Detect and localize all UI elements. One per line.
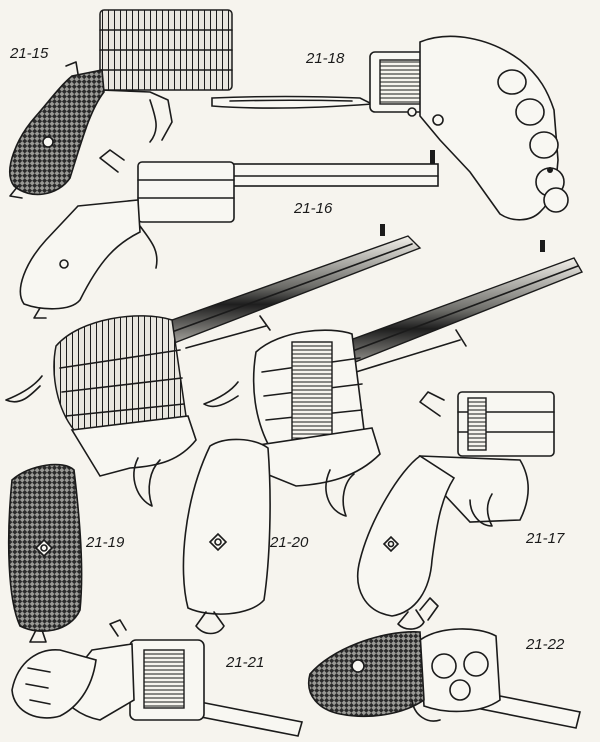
figure-label-21-20: 21-20 — [270, 534, 309, 551]
figure-label-21-21: 21-21 — [226, 654, 265, 671]
revolver-21-18 — [211, 35, 569, 221]
revolver-21-20 — [182, 240, 584, 635]
revolver-21-21 — [11, 619, 304, 737]
figure-label-21-16: 21-16 — [294, 200, 333, 217]
figure-label-21-19: 21-19 — [86, 534, 125, 551]
revolver-21-15 — [9, 9, 233, 199]
figure-label-21-22: 21-22 — [526, 636, 565, 653]
figure-label-21-18: 21-18 — [306, 50, 345, 67]
revolver-21-22 — [307, 597, 581, 729]
revolver-21-17 — [356, 391, 555, 630]
figure-label-21-15: 21-15 — [10, 45, 49, 62]
revolver-21-19 — [5, 224, 422, 643]
figure-label-21-17: 21-17 — [526, 530, 565, 547]
revolver-21-16 — [19, 149, 439, 319]
